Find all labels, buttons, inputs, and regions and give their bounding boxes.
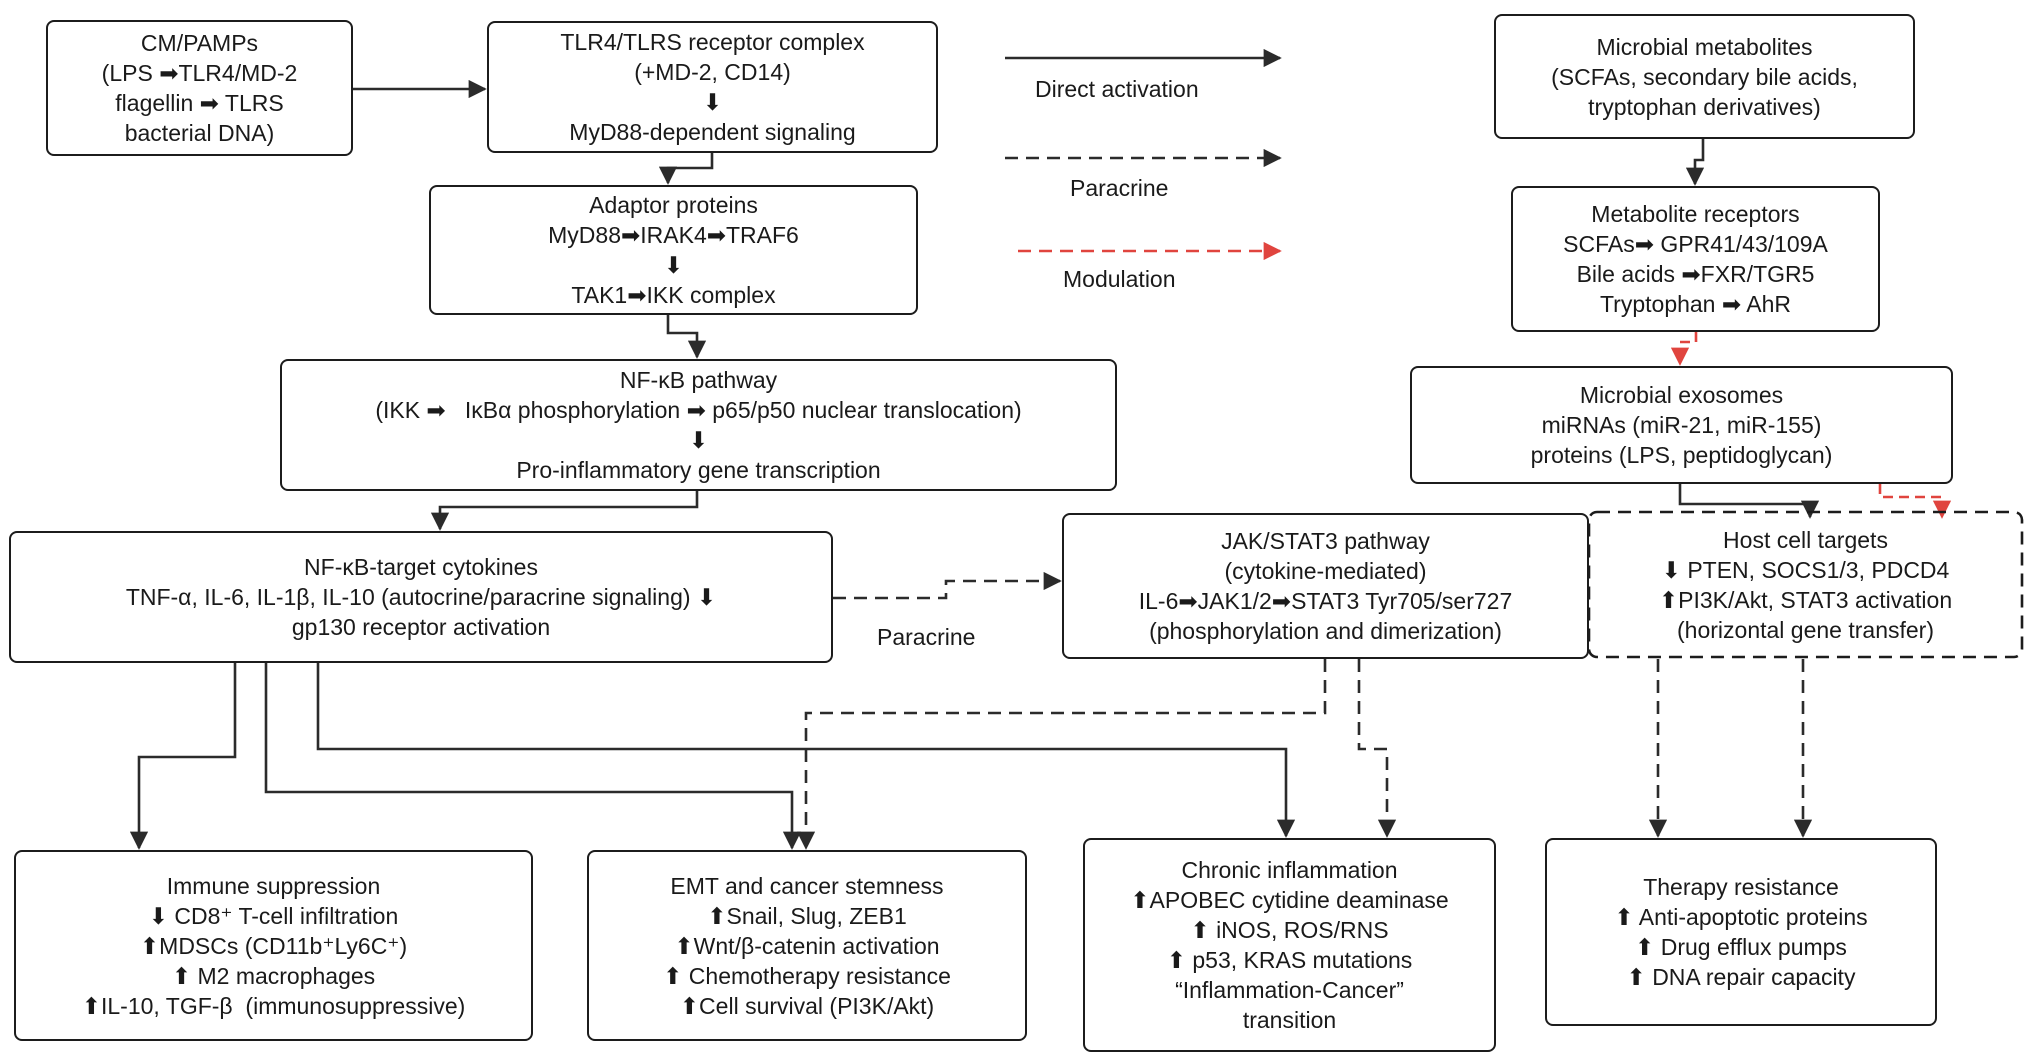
edge-receptors-to-exosomes-modulation xyxy=(1670,332,1698,366)
chronic-line: transition xyxy=(1242,1007,1337,1033)
edge-nfkb-to-cytokines xyxy=(430,491,699,531)
nfkb-line: (IKK ➡ IκBα phosphorylation ➡ p65/p50 nu… xyxy=(375,397,1022,423)
nfkb-line: NF-κB pathway xyxy=(619,367,778,393)
therapy-line: ⬆ Anti-apoptotic proteins xyxy=(1614,904,1868,930)
jak-line: (cytokine-mediated) xyxy=(1224,558,1427,584)
edge-cytokines-to-chronic xyxy=(316,663,1296,838)
legend-paracrine-label: Paracrine xyxy=(1070,175,1169,201)
immune-line: ⬇ CD8⁺ T-cell infiltration xyxy=(148,902,399,929)
adaptor-line: Adaptor proteins xyxy=(589,192,758,218)
edge-cytokines-to-immune xyxy=(129,663,237,850)
emt-stemness-box: EMT and cancer stemness ⬆Snail, Slug, ZE… xyxy=(587,850,1027,1041)
immune-suppression-box: Immune suppression ⬇ CD8⁺ T-cell infiltr… xyxy=(14,850,533,1041)
host-line: ⬇ PTEN, SOCS1/3, PDCD4 xyxy=(1661,556,1950,583)
host-cell-targets-box: Host cell targets ⬇ PTEN, SOCS1/3, PDCD4… xyxy=(1589,512,2022,657)
therapy-line: Therapy resistance xyxy=(1643,874,1839,900)
exosomes-line: miRNAs (miR-21, miR-155) xyxy=(1541,412,1822,438)
emt-line: ⬆ Chemotherapy resistance xyxy=(663,962,951,989)
adaptor-line: MyD88➡IRAK4➡TRAF6 xyxy=(548,222,799,248)
therapy-line: ⬆ Drug efflux pumps xyxy=(1635,934,1847,960)
cytokines-line: NF-κB-target cytokines xyxy=(304,554,538,580)
adaptor-proteins-box: Adaptor proteins MyD88➡IRAK4➡TRAF6 ⬇ TAK… xyxy=(429,185,918,315)
tlr4-receptor-box: TLR4/TLRS receptor complex (+MD-2, CD14)… xyxy=(487,21,938,153)
metabolites-line: (SCFAs, secondary bile acids, xyxy=(1551,63,1858,90)
cm-pamps-box: CM/PAMPs (LPS ➡TLR4/MD-2 flagellin ➡ TLR… xyxy=(46,20,353,156)
chronic-line: “Inflammation-Cancer” xyxy=(1175,977,1404,1003)
chronic-line: ⬆ iNOS, ROS/RNS xyxy=(1190,917,1389,943)
jak-stat3-box: JAK/STAT3 pathway (cytokine-mediated) IL… xyxy=(1062,513,1589,659)
legend-direct-label: Direct activation xyxy=(1035,76,1199,102)
immune-line: ⬆IL-10, TGF-β (immunosuppressive) xyxy=(81,992,466,1019)
receptors-line: SCFAs➡ GPR41/43/109A xyxy=(1563,231,1828,257)
chronic-inflammation-box: Chronic inflammation ⬆APOBEC cytidine de… xyxy=(1083,838,1496,1052)
adaptor-line: TAK1➡IKK complex xyxy=(571,282,776,308)
chronic-line: ⬆APOBEC cytidine deaminase xyxy=(1130,887,1449,913)
exosomes-line: proteins (LPS, peptidoglycan) xyxy=(1530,442,1833,468)
host-line: ⬆PI3K/Akt, STAT3 activation xyxy=(1658,586,1953,613)
paracrine-edge-label: Paracrine xyxy=(877,624,976,650)
immune-line: ⬆MDSCs (CD11b⁺Ly6C⁺) xyxy=(139,932,408,959)
host-line: Host cell targets xyxy=(1723,526,1888,553)
tlr4-line: MyD88-dependent signaling xyxy=(569,119,856,145)
nfkb-line: Pro-inflammatory gene transcription xyxy=(516,457,881,483)
chronic-line: ⬆ p53, KRAS mutations xyxy=(1166,947,1413,973)
tlr4-line: TLR4/TLRS receptor complex xyxy=(560,29,865,55)
legend-modulation-label: Modulation xyxy=(1063,266,1176,292)
host-box-outline xyxy=(1587,510,2024,659)
edge-jak-to-emt xyxy=(796,659,1327,850)
edge-jak-to-chronic xyxy=(1357,659,1397,838)
emt-line: ⬆Snail, Slug, ZEB1 xyxy=(707,902,907,929)
immune-line: Immune suppression xyxy=(166,872,381,899)
edge-exosomes-to-host xyxy=(1678,484,1820,519)
metabolites-line: Microbial metabolites xyxy=(1596,33,1813,60)
jak-line: (phosphorylation and dimerization) xyxy=(1149,618,1502,644)
cm-pamps-line: (LPS ➡TLR4/MD-2 xyxy=(101,60,298,86)
microbial-exosomes-box: Microbial exosomes miRNAs (miR-21, miR-1… xyxy=(1410,366,1953,484)
emt-line: ⬆Cell survival (PI3K/Akt) xyxy=(679,992,935,1019)
tlr4-line: (+MD-2, CD14) xyxy=(634,59,791,85)
cm-pamps-line: CM/PAMPs xyxy=(140,30,259,56)
nfkb-cytokines-box: NF-κB-target cytokines TNF-α, IL-6, IL-1… xyxy=(9,531,833,663)
emt-line: ⬆Wnt/β-catenin activation xyxy=(674,932,940,959)
edge-metabolites-to-receptors xyxy=(1685,139,1705,186)
nfkb-line: ⬇ xyxy=(688,427,709,453)
metabolites-line: tryptophan derivatives) xyxy=(1588,93,1821,120)
therapy-line: ⬆ DNA repair capacity xyxy=(1626,964,1856,990)
nfkb-pathway-box: NF-κB pathway (IKK ➡ IκBα phosphorylatio… xyxy=(280,359,1117,491)
exosomes-line: Microbial exosomes xyxy=(1579,382,1784,408)
immune-line: ⬆ M2 macrophages xyxy=(171,962,376,989)
receptors-line: Tryptophan ➡ AhR xyxy=(1599,291,1792,317)
edge-cytokines-to-emt xyxy=(264,663,802,850)
edge-exosomes-to-host-modulation xyxy=(1878,484,1952,519)
cytokines-line: TNF-α, IL-6, IL-1β, IL-10 (autocrine/par… xyxy=(125,584,717,610)
jak-line: IL-6➡JAK1/2➡STAT3 Tyr705/ser727 xyxy=(1138,588,1513,614)
cm-pamps-line: bacterial DNA) xyxy=(124,120,275,146)
edge-tlr4-to-adaptor xyxy=(658,153,714,185)
host-line: (horizontal gene transfer) xyxy=(1677,616,1934,643)
tlr4-line: ⬇ xyxy=(702,89,723,115)
cm-pamps-line: flagellin ➡ TLRS xyxy=(115,90,284,116)
cytokines-line: gp130 receptor activation xyxy=(291,614,551,640)
receptors-line: Metabolite receptors xyxy=(1591,201,1800,227)
emt-line: EMT and cancer stemness xyxy=(670,872,944,899)
jak-line: JAK/STAT3 pathway xyxy=(1221,528,1430,554)
metabolite-receptors-box: Metabolite receptors SCFAs➡ GPR41/43/109… xyxy=(1511,186,1880,332)
adaptor-line: ⬇ xyxy=(663,252,684,278)
microbial-metabolites-box: Microbial metabolites (SCFAs, secondary … xyxy=(1494,14,1915,139)
edge-cytokines-to-jak xyxy=(833,571,1062,600)
receptors-line: Bile acids ➡FXR/TGR5 xyxy=(1576,261,1815,287)
chronic-line: Chronic inflammation xyxy=(1181,857,1398,883)
therapy-resistance-box: Therapy resistance ⬆ Anti-apoptotic prot… xyxy=(1545,838,1937,1026)
edge-adaptor-to-nfkb xyxy=(666,315,707,359)
